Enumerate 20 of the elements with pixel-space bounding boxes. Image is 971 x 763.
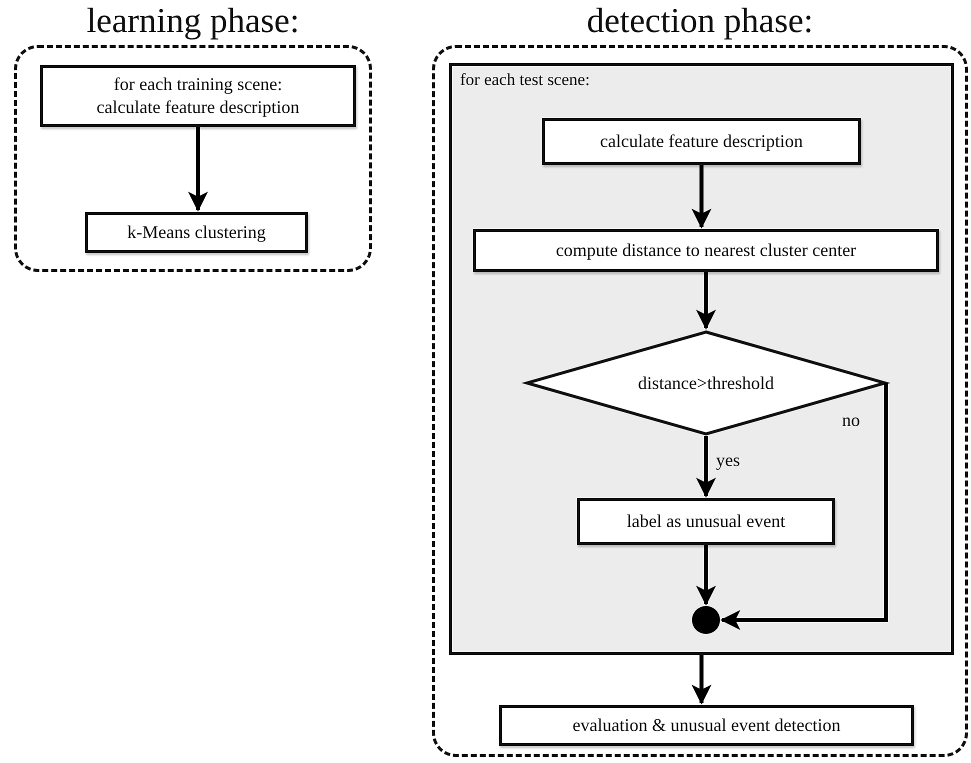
- process-box: label as unusual event: [577, 498, 835, 545]
- arrow: [696, 436, 716, 498]
- phase-title: detection phase:: [586, 0, 814, 42]
- process-box: for each training scene: calculate feature description: [40, 65, 356, 127]
- arrow: [720, 383, 888, 630]
- edge-label: no: [842, 410, 860, 430]
- process-box: calculate feature description: [542, 118, 861, 165]
- process-box: k-Means clustering: [85, 212, 308, 253]
- process-box: evaluation & unusual event detection: [499, 705, 914, 746]
- arrow: [696, 545, 716, 606]
- arrow: [188, 127, 208, 212]
- edge-label: yes: [716, 450, 740, 470]
- process-box: compute distance to nearest cluster center: [473, 229, 939, 272]
- panel-label: for each test scene:: [460, 70, 590, 90]
- arrow: [692, 165, 712, 229]
- merge-dot: [692, 606, 720, 634]
- arrow: [692, 655, 712, 705]
- phase-title: learning phase:: [86, 0, 300, 42]
- arrow: [696, 272, 716, 330]
- loop-panel: [449, 63, 954, 655]
